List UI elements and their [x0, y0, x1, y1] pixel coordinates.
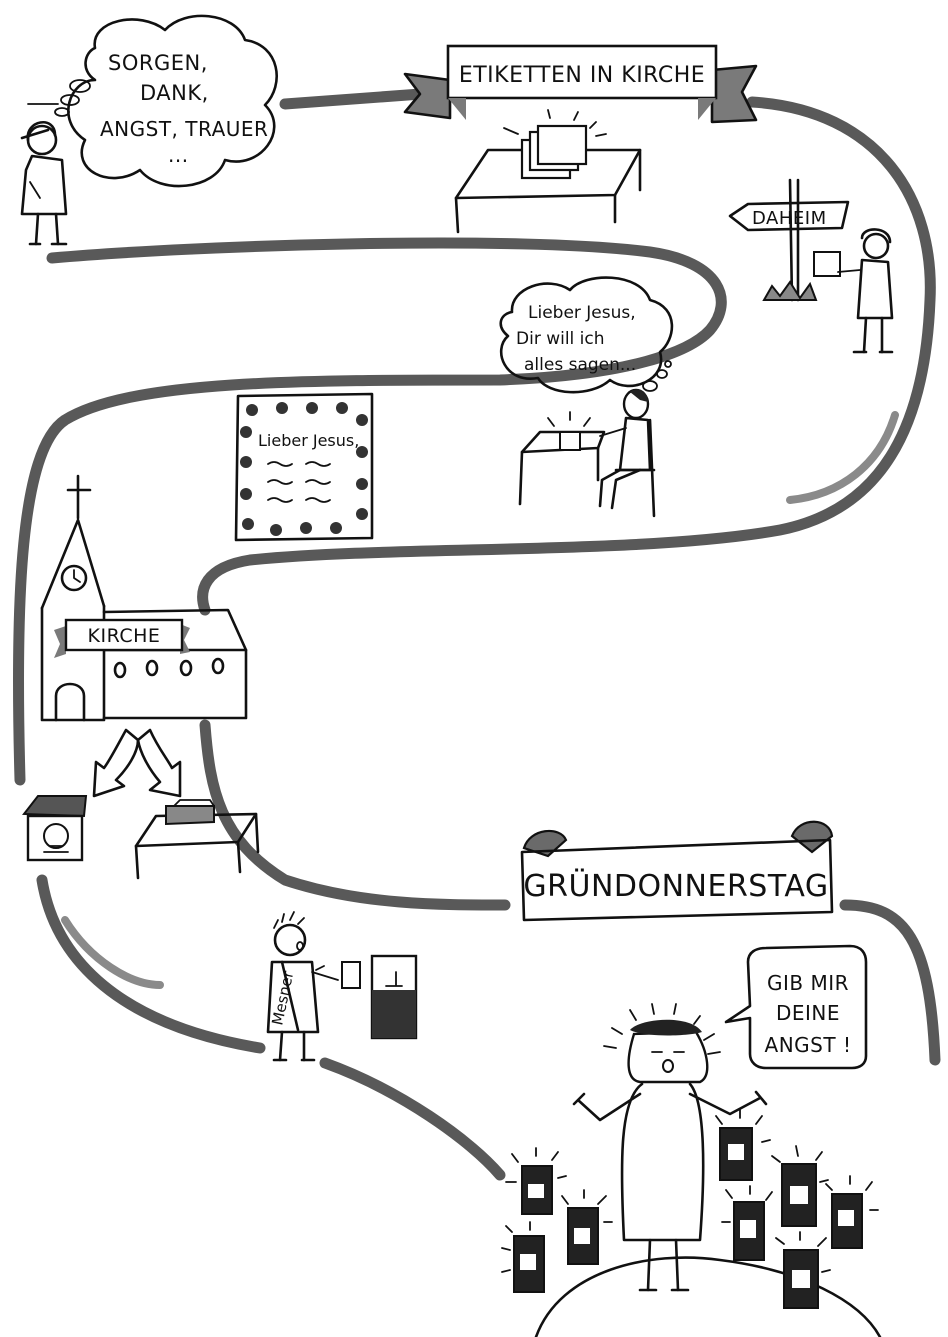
banner-gruendonnerstag: GRÜNDONNERSTAG	[520, 820, 834, 922]
split-arrows	[92, 728, 182, 798]
banner-etiketten-text: ETIKETTEN IN KIRCHE	[459, 63, 705, 88]
collection-box	[370, 954, 418, 1040]
person-with-note	[813, 228, 894, 354]
worries-line-2: DANK,	[140, 81, 209, 105]
letter-salutation: Lieber Jesus,	[258, 431, 359, 450]
glowing-label	[771, 1145, 829, 1227]
thought-dots-top	[27, 79, 91, 117]
sexton-sash-text: Mesner	[268, 969, 297, 1027]
glowing-label	[775, 1231, 831, 1309]
flower-border	[240, 402, 368, 536]
prayer-letter: Lieber Jesus,	[234, 392, 374, 542]
table-with-labels	[454, 109, 642, 234]
thought-bubble-worries: SORGEN, DANK, ANGST, TRAUER ...	[67, 14, 278, 188]
glowing-label	[825, 1175, 879, 1249]
speech-bubble-jesus: GIB MIR DEINE ANGST !	[724, 944, 868, 1070]
sexton-figure: Mesner	[266, 911, 361, 1062]
side-table-with-box	[134, 799, 260, 880]
thought-bubble-prayer: Lieber Jesus, Dir will ich alles sagen..…	[499, 276, 674, 394]
prayer-line-1: Lieber Jesus,	[528, 303, 636, 323]
glowing-label	[715, 1109, 771, 1181]
glowing-label	[505, 1147, 567, 1215]
winding-road	[12, 86, 941, 1181]
church-sign-text: KIRCHE	[88, 625, 161, 647]
jesus-figure	[572, 1003, 768, 1292]
speech-line-2: DEINE	[776, 1001, 840, 1025]
church: KIRCHE	[40, 474, 248, 722]
banner-etiketten: ETIKETTEN IN KIRCHE	[403, 44, 758, 124]
banner-gruendonnerstag-text: GRÜNDONNERSTAG	[523, 868, 828, 904]
speech-line-3: ANGST !	[765, 1033, 852, 1057]
prayer-line-2: Dir will ich	[516, 329, 605, 349]
speech-line-1: GIB MIR	[767, 971, 849, 995]
signpost-daheim: DAHEIM	[728, 178, 850, 302]
glowing-label	[501, 1221, 545, 1293]
worries-line-3: ANGST, TRAUER	[100, 117, 268, 141]
glowing-label	[561, 1189, 613, 1265]
praying-person-at-desk	[518, 388, 656, 518]
glowing-label	[721, 1185, 773, 1261]
worries-line-1: SORGEN,	[108, 51, 208, 75]
prayer-line-3: alles sagen...	[524, 355, 636, 375]
glowing-labels	[501, 1109, 879, 1309]
mailbox	[22, 795, 88, 862]
worries-line-4: ...	[168, 143, 189, 167]
signpost-text: DAHEIM	[752, 208, 827, 229]
person-worried	[20, 120, 68, 246]
hill	[534, 1256, 882, 1337]
